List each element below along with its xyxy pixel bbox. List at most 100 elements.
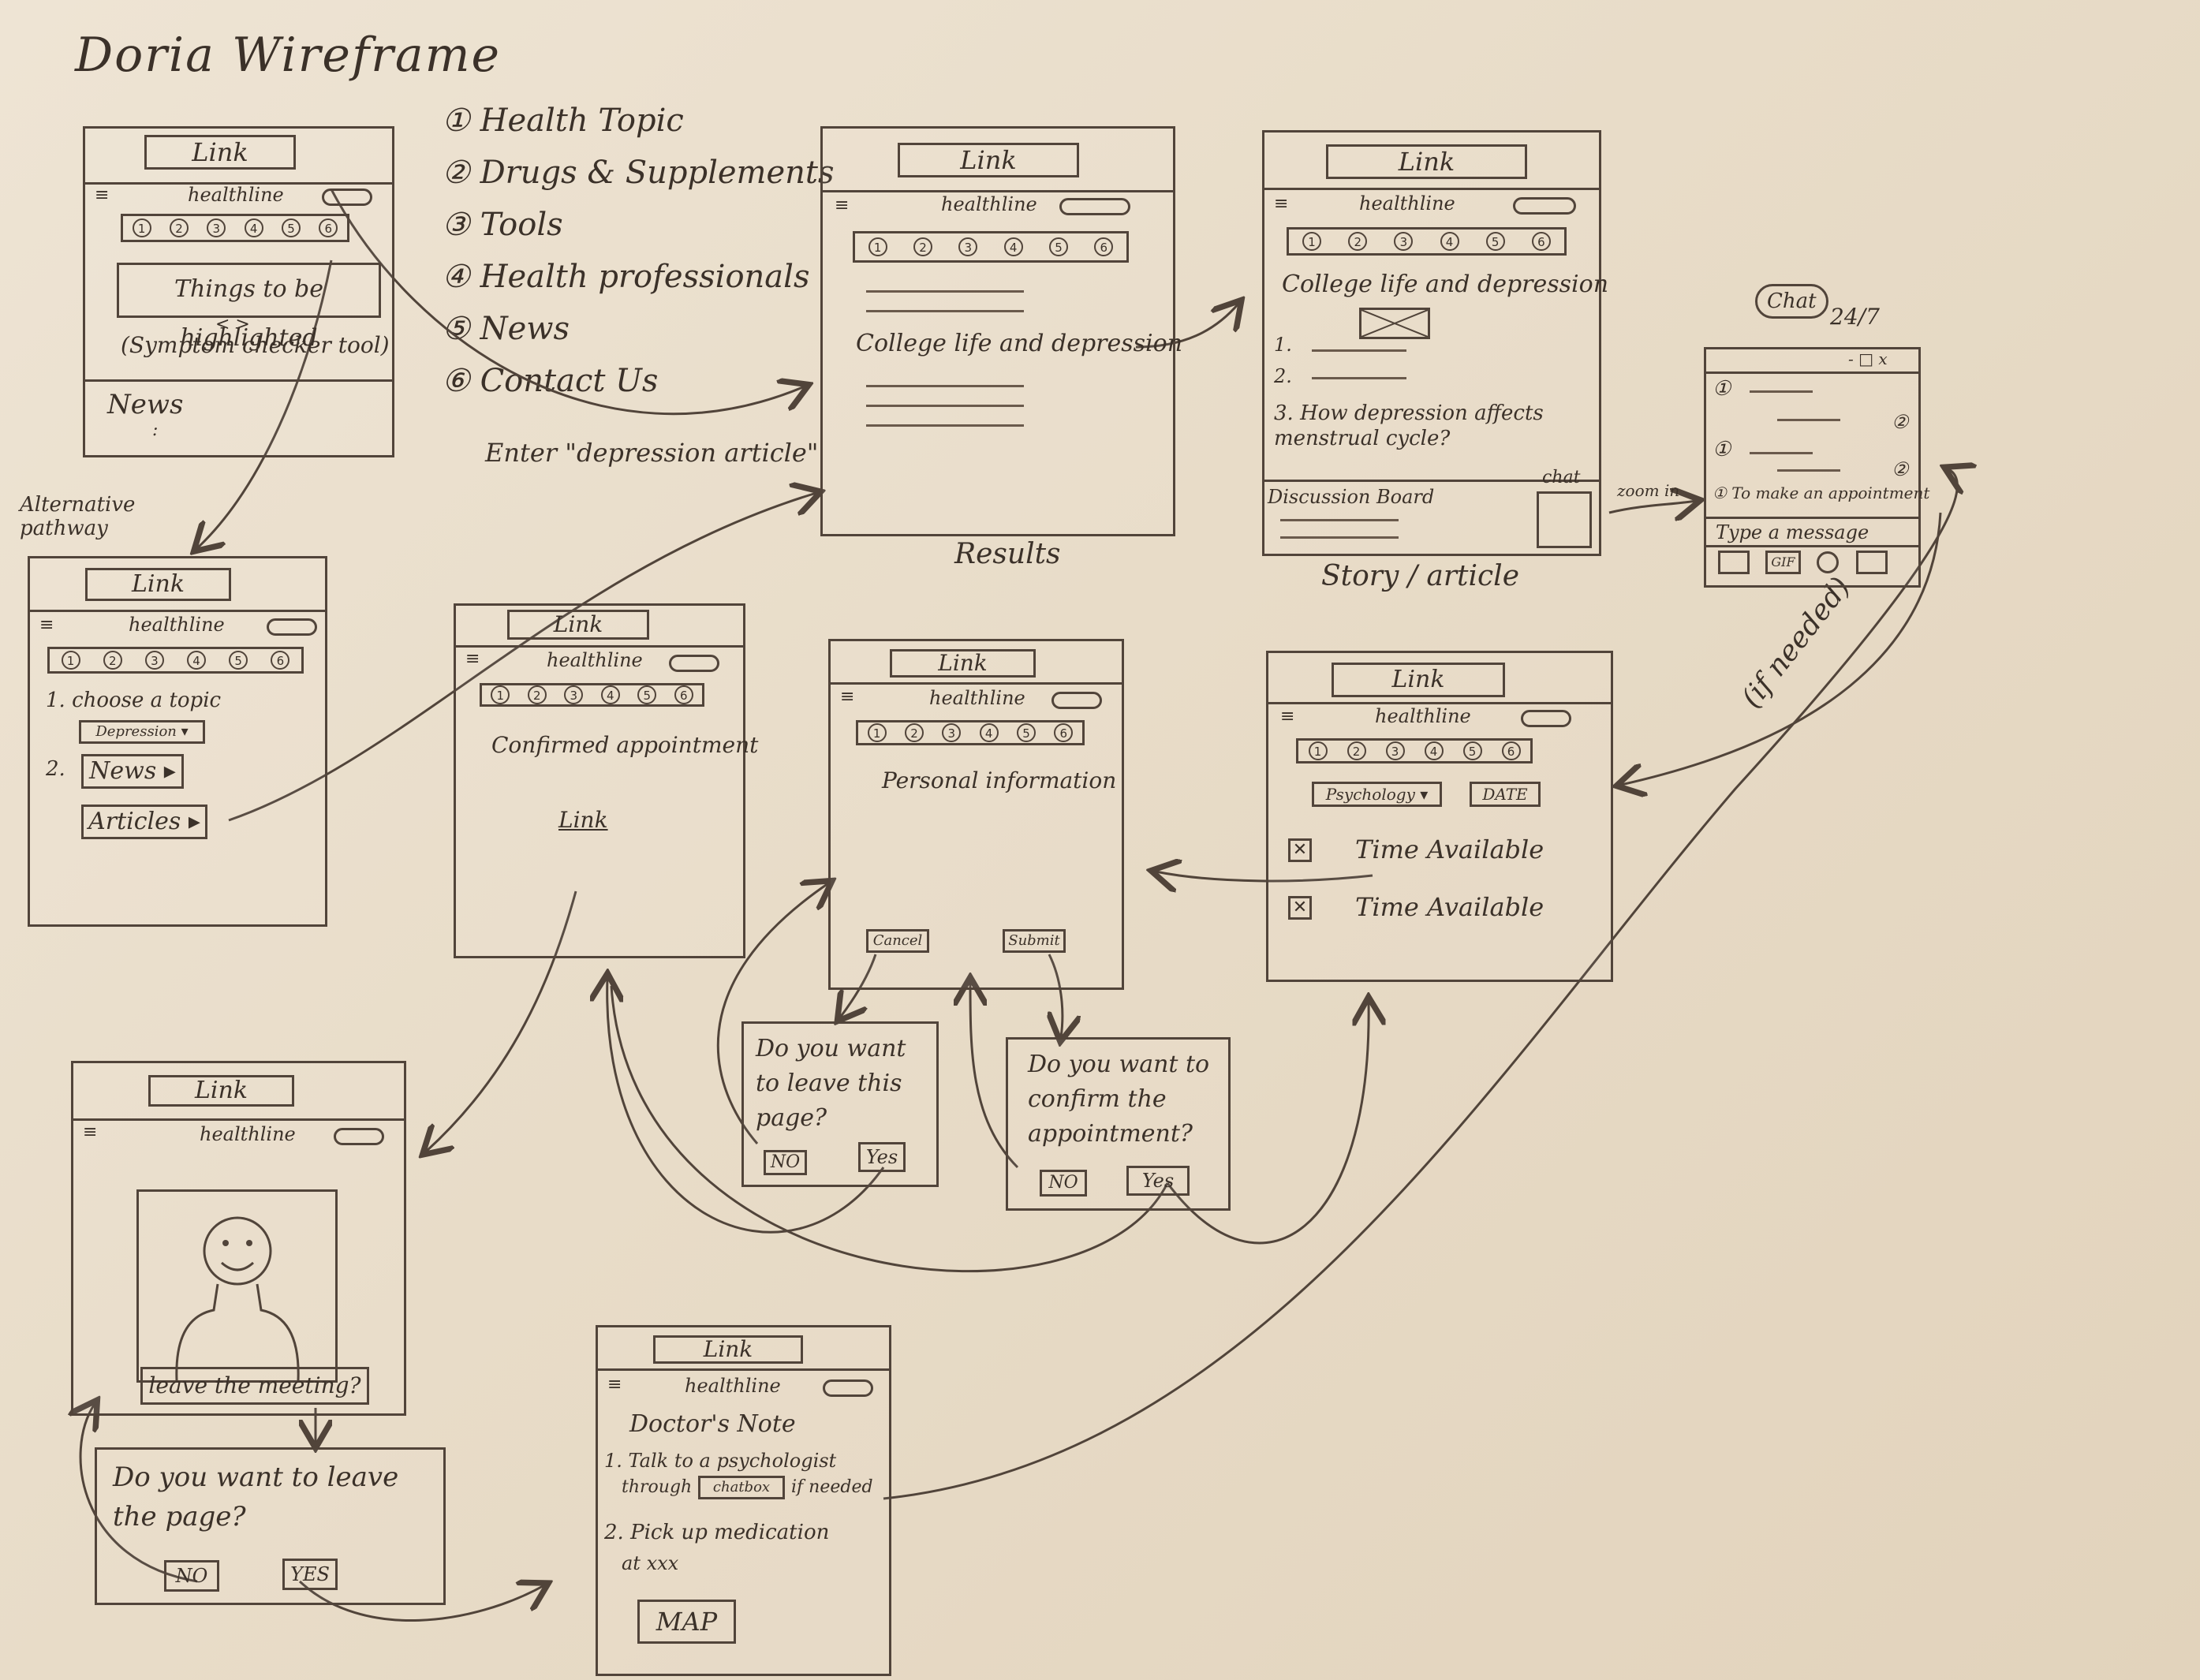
nav-pill[interactable]: 4: [979, 723, 999, 742]
menu-icon[interactable]: ≡: [1280, 707, 1295, 726]
link-bar[interactable]: Link: [1332, 663, 1505, 697]
carousel-arrows[interactable]: < >: [215, 315, 250, 334]
meeting-link[interactable]: Link: [558, 807, 608, 833]
menu-icon[interactable]: ≡: [835, 196, 850, 215]
link-bar[interactable]: Link: [148, 1075, 294, 1107]
submit-button[interactable]: Submit: [1003, 929, 1066, 953]
leave-meeting-button[interactable]: leave the meeting?: [140, 1367, 369, 1405]
link-bar[interactable]: Link: [144, 135, 296, 170]
nav-pill[interactable]: 2: [169, 218, 189, 237]
search-icon[interactable]: [669, 655, 719, 672]
nav-pill[interactable]: 6: [271, 651, 290, 670]
nav-pill[interactable]: 3: [564, 685, 584, 704]
no-button[interactable]: NO: [164, 1560, 219, 1592]
nav-pill[interactable]: 1: [61, 651, 80, 670]
link-bar[interactable]: Link: [507, 610, 649, 640]
nav-pill[interactable]: 6: [1531, 232, 1551, 251]
nav-pill[interactable]: 6: [1054, 723, 1074, 742]
nav-pill[interactable]: 1: [1308, 741, 1328, 760]
nav-pill[interactable]: 1: [491, 685, 510, 704]
link-bar[interactable]: Link: [653, 1335, 803, 1364]
search-icon[interactable]: [322, 189, 372, 206]
menu-icon[interactable]: ≡: [1274, 194, 1289, 214]
nav-pill[interactable]: 6: [1094, 237, 1114, 256]
window-controls[interactable]: - □ x: [1848, 349, 1888, 368]
chat-widget[interactable]: [1537, 491, 1592, 548]
menu-icon[interactable]: ≡: [95, 185, 110, 205]
link-bar[interactable]: Link: [898, 143, 1079, 177]
nav-pill[interactable]: 4: [1440, 232, 1459, 251]
nav-pill[interactable]: 3: [958, 237, 978, 256]
nav-pill[interactable]: 1: [132, 218, 151, 237]
yes-button[interactable]: YES: [282, 1559, 338, 1590]
date-picker[interactable]: DATE: [1470, 782, 1541, 807]
link-bar[interactable]: Link: [890, 649, 1036, 678]
nav-pill[interactable]: 3: [207, 218, 226, 237]
nav-pill[interactable]: 2: [527, 685, 547, 704]
emoji-icon[interactable]: [1817, 551, 1839, 573]
news-button[interactable]: News ▸: [81, 754, 184, 789]
menu-icon[interactable]: ≡: [39, 615, 54, 635]
search-icon[interactable]: [1059, 198, 1130, 215]
nav-pill[interactable]: 1: [868, 237, 887, 256]
gif-icon[interactable]: GIF: [1765, 551, 1801, 574]
nav-pill[interactable]: 4: [1424, 741, 1444, 760]
highlight-carousel[interactable]: Things to be highlighted: [117, 263, 381, 352]
nav-pill[interactable]: 2: [103, 651, 122, 670]
link-bar[interactable]: Link: [1326, 144, 1527, 179]
nav-pill[interactable]: 1: [1302, 232, 1322, 251]
menu-icon[interactable]: ≡: [840, 687, 855, 707]
topic-dropdown[interactable]: Depression ▾: [79, 720, 205, 744]
no-button[interactable]: NO: [764, 1150, 807, 1175]
search-icon[interactable]: [267, 618, 317, 636]
nav-pill[interactable]: 6: [319, 218, 338, 237]
search-icon[interactable]: [334, 1128, 384, 1145]
nav-pill[interactable]: 4: [600, 685, 620, 704]
link-bar[interactable]: Link: [85, 568, 231, 601]
no-button[interactable]: NO: [1040, 1170, 1087, 1197]
nav-pill[interactable]: 2: [1347, 741, 1366, 760]
nav-pill[interactable]: 4: [1003, 237, 1023, 256]
article-link-college-depression[interactable]: College life and depression: [856, 330, 1183, 357]
list-item-3[interactable]: 3. How depression affects menstrual cycl…: [1274, 401, 1544, 450]
nav-pill[interactable]: 4: [187, 651, 207, 670]
nav-pill[interactable]: 3: [144, 651, 164, 670]
nav-pill[interactable]: 3: [1385, 741, 1405, 760]
search-icon[interactable]: [1513, 197, 1576, 215]
map-button[interactable]: MAP: [637, 1600, 736, 1644]
nav-pill[interactable]: 5: [637, 685, 657, 704]
nav-pill[interactable]: 5: [1016, 723, 1036, 742]
camera-icon[interactable]: [1856, 551, 1888, 574]
nav-pill[interactable]: 3: [1394, 232, 1414, 251]
menu-icon[interactable]: ≡: [465, 649, 480, 669]
nav-pill[interactable]: 5: [1485, 232, 1505, 251]
nav-pill[interactable]: 5: [281, 218, 301, 237]
nav-pill[interactable]: 5: [229, 651, 248, 670]
message-input[interactable]: Type a message: [1716, 521, 1869, 543]
yes-button[interactable]: Yes: [858, 1142, 906, 1172]
appointment-request[interactable]: ① To make an appointment: [1713, 483, 1930, 502]
nav-pill[interactable]: 1: [867, 723, 887, 742]
search-icon[interactable]: [823, 1379, 873, 1397]
yes-button[interactable]: Yes: [1126, 1166, 1190, 1196]
articles-button[interactable]: Articles ▸: [81, 805, 207, 839]
nav-pill[interactable]: 4: [244, 218, 263, 237]
specialty-dropdown[interactable]: Psychology ▾: [1312, 782, 1442, 807]
chatbox-link[interactable]: chatbox: [698, 1476, 785, 1499]
menu-icon[interactable]: ≡: [83, 1122, 98, 1142]
gallery-icon[interactable]: [1718, 551, 1750, 574]
cancel-button[interactable]: Cancel: [866, 929, 929, 953]
nav-pill[interactable]: 3: [942, 723, 962, 742]
menu-icon[interactable]: ≡: [607, 1375, 622, 1394]
nav-pill[interactable]: 2: [1348, 232, 1368, 251]
time-slot-checkbox[interactable]: ✕: [1288, 838, 1312, 862]
nav-pill[interactable]: 6: [1501, 741, 1521, 760]
search-icon[interactable]: [1051, 692, 1102, 709]
nav-pill[interactable]: 5: [1462, 741, 1482, 760]
nav-pill[interactable]: 6: [674, 685, 693, 704]
search-icon[interactable]: [1521, 710, 1571, 727]
nav-pill[interactable]: 2: [913, 237, 932, 256]
nav-pill[interactable]: 2: [904, 723, 924, 742]
time-slot-checkbox[interactable]: ✕: [1288, 896, 1312, 920]
nav-pill[interactable]: 5: [1048, 237, 1068, 256]
